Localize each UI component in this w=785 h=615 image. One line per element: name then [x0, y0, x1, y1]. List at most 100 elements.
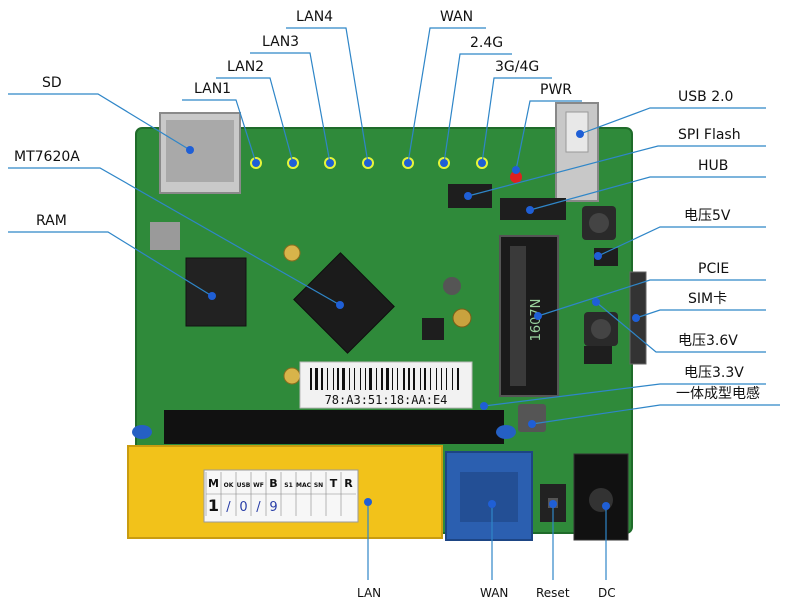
- sticker-header-cell: SN: [314, 482, 323, 489]
- callout-line-v5: [597, 226, 766, 257]
- callout-dot-pcie: [534, 312, 542, 320]
- barcode-bar: [441, 368, 442, 390]
- mount-hole: [452, 308, 472, 328]
- label-pcie: PCIE: [698, 261, 730, 277]
- callout-line-lan1: [182, 99, 257, 164]
- callout-line-sim: [635, 309, 766, 319]
- barcode-bar: [349, 368, 350, 390]
- callout-dot-usb: [576, 130, 584, 138]
- callout-line-inductor: [531, 404, 780, 425]
- callout-line-spi: [467, 145, 766, 197]
- label-wan-top: WAN: [440, 9, 474, 25]
- callout-dot-sim: [632, 314, 640, 322]
- label-hub: HUB: [698, 158, 729, 174]
- inductor-36v-core: [591, 319, 611, 339]
- blue-cap: [132, 425, 152, 439]
- barcode-bar: [365, 368, 366, 390]
- label-inductor: 一体成型电感: [676, 386, 760, 402]
- callout-line-pwr: [515, 100, 582, 171]
- barcode-bar: [397, 368, 398, 390]
- small-ic: [422, 318, 444, 340]
- callout-dot-g34: [478, 159, 486, 167]
- pcie-silk-label: 1607N: [529, 299, 544, 342]
- blue-cap: [496, 425, 516, 439]
- label-24g: 2.4G: [470, 35, 504, 51]
- sd-card: [166, 120, 234, 182]
- barcode-bar: [430, 368, 431, 390]
- barcode-bar: [392, 368, 393, 390]
- dc-jack-opening: [589, 488, 613, 512]
- barcode-bar: [436, 368, 437, 390]
- mount-hole: [283, 244, 301, 262]
- barcode-bar: [333, 368, 334, 390]
- callout-dot-mt7620a: [336, 301, 344, 309]
- sticker-header-cell: R: [344, 477, 353, 490]
- label-33v: 电压3.3V: [684, 365, 744, 381]
- sticker-value-cell: 9: [269, 500, 277, 515]
- callout-line-hub: [529, 176, 766, 211]
- barcode-bar: [424, 368, 426, 390]
- callout-dot-reset: [549, 500, 557, 508]
- callout-dot-lan1: [252, 159, 260, 167]
- label-lan3: LAN3: [262, 34, 300, 50]
- sticker-value-cell: 1: [208, 496, 219, 515]
- label-lan2: LAN2: [227, 59, 265, 75]
- callout-line-sd: [8, 93, 191, 151]
- sticker-header-cell: WF: [253, 482, 264, 489]
- callout-line-wan: [407, 27, 486, 164]
- label-lan1: LAN1: [194, 81, 232, 97]
- sticker-value-cell: /: [226, 500, 231, 515]
- callout-line-v36: [595, 301, 766, 353]
- barcode-bar: [446, 368, 447, 390]
- label-spi-flash: SPI Flash: [678, 127, 741, 143]
- callout-line-usb: [579, 107, 766, 135]
- sticker-value-cell: /: [256, 500, 261, 515]
- label-5v: 电压5V: [684, 208, 731, 224]
- label-3g4g: 3G/4G: [495, 59, 540, 75]
- callout-dot-ram: [208, 292, 216, 300]
- label-dc: DC: [598, 586, 616, 600]
- barcode-bar: [413, 368, 415, 390]
- label-ram: RAM: [36, 213, 67, 229]
- barcode-bar: [310, 368, 312, 390]
- barcode-bar: [342, 368, 345, 390]
- wan-port-opening: [460, 472, 518, 522]
- barcode-bar: [457, 368, 459, 390]
- mac-barcode: [310, 368, 459, 390]
- callout-line-g24: [443, 53, 512, 164]
- inductor-5v-core: [589, 213, 609, 233]
- label-usb: USB 2.0: [678, 89, 734, 105]
- pcie-slot-inner: [510, 246, 526, 386]
- label-lan-bottom: LAN: [357, 586, 382, 600]
- pcie-slot: [499, 235, 559, 397]
- label-36v: 电压3.6V: [678, 333, 738, 349]
- callout-lines: [8, 27, 780, 580]
- callout-line-ram: [8, 231, 213, 297]
- callout-dot-pwr: [512, 166, 520, 174]
- callout-dot-lan2: [289, 159, 297, 167]
- sticker-header-cell: MAC: [296, 482, 312, 489]
- barcode-bar: [376, 368, 377, 390]
- inductor-small: [443, 277, 461, 295]
- header-strip: [164, 410, 504, 444]
- small-ic: [594, 248, 618, 266]
- callout-dot-lan3: [326, 159, 334, 167]
- barcode-bar: [452, 368, 453, 390]
- label-pwr: PWR: [540, 82, 573, 98]
- sticker-value-cell: 0: [239, 500, 247, 515]
- mount-hole: [283, 367, 301, 385]
- barcode-bar: [360, 368, 361, 390]
- barcode-bar: [381, 368, 383, 390]
- callout-dot-dc: [602, 502, 610, 510]
- callout-dot-wan: [404, 159, 412, 167]
- callout-line-lan4: [286, 27, 369, 164]
- barcode-bar: [408, 368, 410, 390]
- barcode-bar: [321, 368, 323, 390]
- callout-dot-g24: [440, 159, 448, 167]
- barcode-bar: [327, 368, 328, 390]
- sticker-header-cell: USB: [237, 482, 251, 489]
- label-reset: Reset: [536, 586, 570, 600]
- callout-line-g34: [481, 77, 552, 164]
- mac-address-text: 78:A3:51:18:AA:E4: [325, 393, 448, 407]
